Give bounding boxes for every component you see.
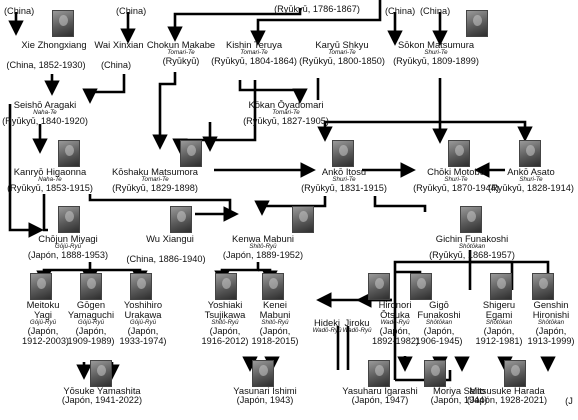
node-truncated-extra: (J (565, 397, 573, 406)
ryukyu-top-label: (Ryūkyū, 1786-1867) (274, 4, 360, 14)
node-kishin-teruya: Kishin Teruya Tomari-Te (Ryūkyū, 1804-18… (211, 39, 297, 66)
china-label-right-b: (China) (420, 6, 451, 16)
node-mitsusuke-harada: Mitsusuke Harada (Japón, 1928-2021) (466, 385, 548, 406)
node-hideki: Hideki Wadō-Ryū (312, 317, 342, 335)
portrait-mitsusuke-harada (504, 360, 526, 387)
node-anko-itosu: Ankō Itosu Shuri-Te (Ryūkyū, 1831-1915) (301, 166, 387, 193)
node-wu-xiangui-name: Wu Xiangui (146, 233, 194, 244)
portrait-yasuharu-igarashi (368, 360, 390, 387)
node-kokan-oyadomari: Kōkan Ōyadomari Tomari-Te (Ryūkyū, 1827-… (243, 99, 329, 126)
node-kanryo-higaonna: Kanryō Higaonna Naha-Te (Ryūkyū, 1853-19… (7, 166, 93, 193)
node-xie-zhongxiang: Xie Zhongxiang (21, 39, 87, 50)
portrait-anko-itosu (332, 140, 354, 167)
node-shigeru-egami: Shigeru Egami Shōtōkan (Japón, 1912-1981… (475, 299, 523, 346)
node-anko-asato: Ankō Asato Shuri-Te (Ryūkyū, 1828-1914) (488, 166, 574, 193)
node-wai-dates: (China) (100, 60, 132, 70)
node-moriya-saito: Moriya Saito (Japón, 1944) (430, 385, 488, 406)
node-sokon-matsumura: Sōkon Matsumura Shuri-Te (Ryūkyū, 1809-1… (393, 39, 479, 66)
portrait-yoshiaki-tsujikawa (215, 273, 237, 300)
node-genshin-hironishi: Genshin Hironishi Shōtōkan (Japón, 1913-… (527, 299, 575, 346)
portrait-kenei-mabuni (262, 273, 284, 300)
node-wai-xinxian: Wai Xinxian (94, 39, 144, 50)
china-label-right-a: (China) (385, 6, 416, 16)
portrait-anko-asato (519, 140, 541, 167)
node-yasunari-ishimi: Yasunari Ishimi (Japón, 1943) (233, 385, 297, 406)
node-kenei-mabuni: Kenei Mabuni Shitō-Ryū (Japón, 1918-2015… (251, 299, 299, 346)
node-karyu-shkyu: Karyū Shkyu Tomari-Te (Ryūkyū, 1800-1850… (299, 39, 385, 66)
portrait-wu-xiangui (170, 206, 192, 233)
portrait-meitoku-yagi (30, 273, 52, 300)
node-meitoku-yagi: Meitoku Yagi Gōjū-Ryū (Japón, 1912-2003) (22, 299, 69, 346)
portrait-yosuke-yamashita (90, 360, 112, 387)
portrait-moriya-saito (424, 360, 446, 387)
node-yasuharu-igarashi: Yasuharu Igarashi (Japón, 1947) (342, 385, 418, 406)
portrait-yoshihiro-urakawa (130, 273, 152, 300)
node-choki-motobu: Chōki Motobu Shuri-Te (Ryūkyū, 1870-1944… (413, 166, 499, 193)
portrait-choki-motobu (448, 140, 470, 167)
portrait-sokon-matsumura (466, 10, 488, 37)
node-yoshihiro-urakawa: Yoshihiro Urakawa Gōjū-Ryū (Japón, 1933-… (119, 299, 167, 346)
portrait-shigeru-egami (490, 273, 512, 300)
china-label-left: (China) (4, 6, 35, 16)
portrait-xie-zhongxiang (52, 10, 74, 37)
portrait-gogen-yamaguchi (80, 273, 102, 300)
node-gichin-funakoshi: Gichin Funakoshi Shōtōkan (Ryūkyū, 1868-… (429, 233, 515, 260)
portrait-koshaku-matsumora (180, 140, 202, 167)
node-chokun-makabe: Chokun Makabe Tomari-Te (Ryūkyū) (146, 39, 216, 66)
node-gogen-yamaguchi: Gōgen Yamaguchi Gōjū-Ryū (Japón, 1909-19… (67, 299, 115, 346)
portrait-kenwa-mabuni (292, 206, 314, 233)
node-yoshiaki-tsujikawa: Yoshiaki Tsujikawa Shitō-Ryū (Japón, 191… (201, 299, 249, 346)
node-yosuke-yamashita: Yōsuke Yamashita (Japón, 1941-2022) (61, 385, 143, 406)
portrait-chojun-miyagi (58, 206, 80, 233)
china-label-mid: (China) (116, 6, 147, 16)
node-hironori-otsuka: Hironori Ōtsuka Wadō-Ryū (Japón, 1892-19… (372, 299, 419, 346)
portrait-gigo-funakoshi (410, 273, 432, 300)
node-jiroku: Jiroku Wadō-Ryū (342, 317, 372, 335)
node-seisho-aragaki: Seishō Aragaki Naha-Te (Ryūkyū, 1840-192… (2, 99, 88, 126)
node-koshaku-matsumora: Kōshaku Matsumora Tomari-Te (Ryūkyū, 182… (112, 166, 198, 193)
node-kenwa-mabuni: Kenwa Mabuni Shitō-Ryū (Japón, 1889-1952… (222, 233, 304, 260)
portrait-kanryo-higaonna (58, 140, 80, 167)
node-chojun-miyagi: Chōjun Miyagi Gōjū-Ryū (Japón, 1888-1953… (27, 233, 109, 260)
portrait-hironori-otsuka (368, 273, 390, 300)
node-xie-dates: (China, 1852-1930) (6, 60, 86, 70)
node-gigo-funakoshi: Gigō Funakoshi Shōtōkan (Japón, 1906-194… (415, 299, 463, 346)
portrait-yasunari-ishimi (252, 360, 274, 387)
portrait-genshin-hironishi (532, 273, 554, 300)
node-wu-xiangui-dates: (China, 1886-1940) (126, 254, 206, 264)
portrait-gichin-funakoshi (460, 206, 482, 233)
